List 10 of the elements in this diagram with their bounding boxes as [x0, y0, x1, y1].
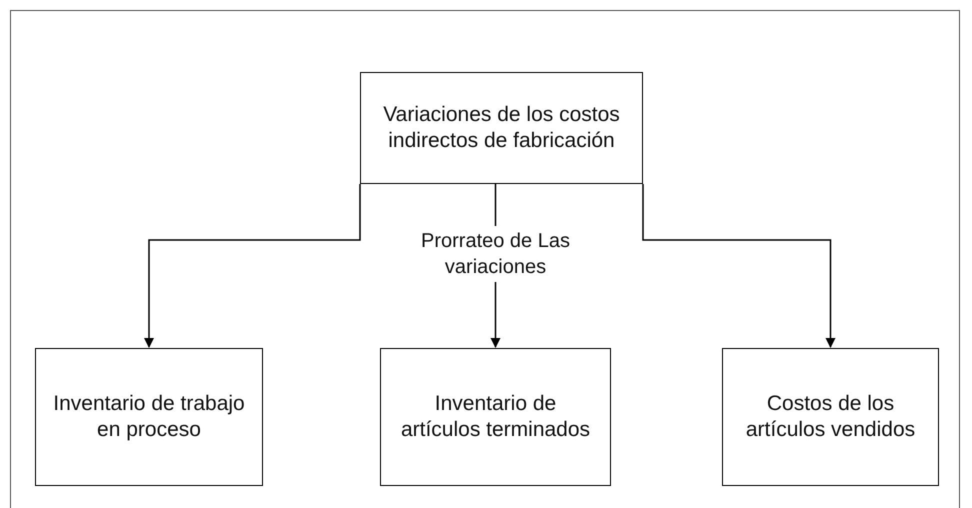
box-text: Inventario de trabajo en proceso	[52, 390, 246, 443]
box-text: Costos de los artículos vendidos	[744, 390, 916, 443]
arrow	[642, 184, 836, 348]
process-box	[35, 348, 263, 486]
box-text: Variaciones de los costos indirectos de fabricación	[382, 102, 621, 154]
box-text: Inventario de artículos terminados	[400, 390, 592, 443]
process-box	[380, 348, 611, 486]
process-box	[722, 348, 939, 486]
arrow	[144, 184, 361, 348]
process-box	[360, 72, 643, 184]
